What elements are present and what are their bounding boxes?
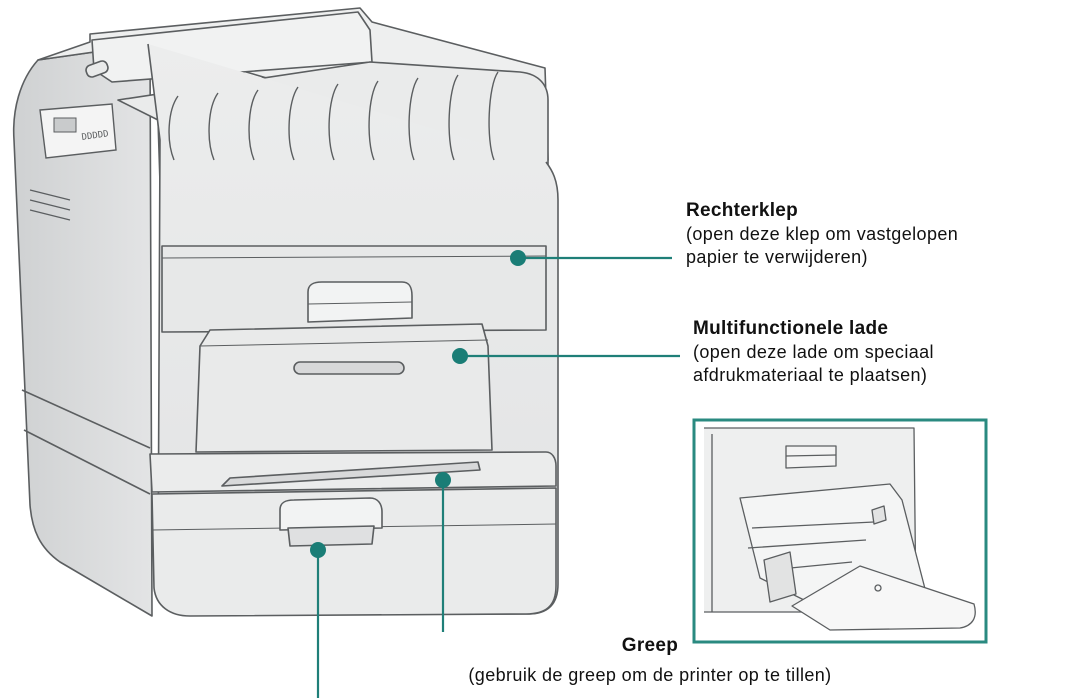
inset-handle [785,445,837,469]
cover-rib [288,86,299,161]
callout-mp-tray: Multifunctionele lade (open deze lade om… [693,317,1063,387]
mp-tray-inset [692,418,988,644]
inset-tray-extension [791,565,976,631]
right-cover-handle [307,281,413,323]
callout-mp-tray-title: Multifunctionele lade [693,318,889,339]
mp-tray-slot [293,361,405,375]
callout-mp-tray-desc-1: (open deze lade om speciaal [693,342,934,362]
paper-cassette [151,487,557,617]
printer-side-seam [21,389,151,449]
cover-rib [408,77,419,161]
cover-rib [328,83,339,161]
callout-mp-tray-desc-2: afdrukmateriaal te plaatsen) [693,365,928,385]
printer-left-side [12,43,153,617]
cover-rib [208,92,219,161]
panel-buttons: DDDDD [81,129,109,143]
cover-rib [168,95,179,161]
dot-right-cover [510,250,526,266]
cover-ribs [168,71,499,161]
dot-handle [435,472,451,488]
power-button [85,60,109,78]
callout-handle-title: Greep [621,635,679,656]
cover-rib [368,80,379,161]
leader-dots [310,250,526,558]
cover-rib [448,74,459,161]
dot-mp-tray [452,348,468,364]
cover-rib [248,89,259,161]
display-screen [53,117,77,133]
inset-roller [763,551,797,603]
handle-recess [221,461,481,487]
cassette-handle [279,497,383,531]
dot-cassette [310,542,326,558]
callout-right-cover-desc-1: (open deze klep om vastgelopen [686,224,959,244]
cover-rib [488,71,499,161]
side-vents [29,189,71,221]
leader-lines [316,256,680,698]
callout-right-cover-desc-2: papier te verwijderen) [686,247,868,267]
callout-handle-desc-1: (gebruik de greep om de printer op te ti… [468,665,832,685]
callout-handle: Greep (gebruik de greep om de printer op… [350,634,950,687]
callout-right-cover-title: Rechterklep [686,200,799,221]
callout-right-cover: Rechterklep (open deze klep om vastgelop… [686,199,1056,269]
printer [12,7,559,617]
control-panel: DDDDD [39,103,117,159]
